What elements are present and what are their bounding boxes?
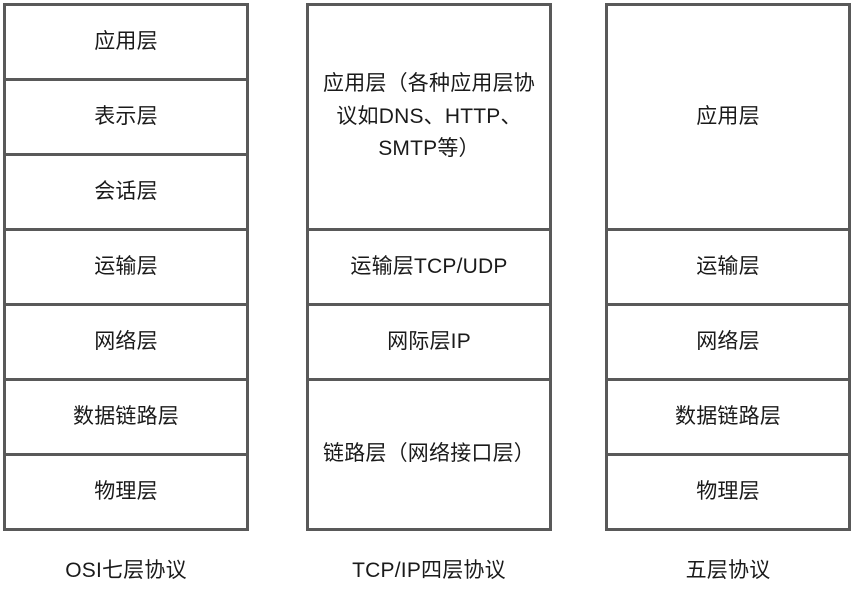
five-stack-caption: 五层协议 [685, 559, 771, 582]
osi-layer-physical: 物理层 [6, 456, 246, 528]
osi-layer-presentation: 表示层 [6, 81, 246, 156]
five-layer-application: 应用层 [608, 6, 848, 231]
five-layer-transport: 运输层 [608, 231, 848, 306]
tcpip-layer-application: 应用层（各种应用层协议如DNS、HTTP、SMTP等） [309, 6, 549, 231]
five-layer-network: 网络层 [608, 306, 848, 381]
five-layer-physical: 物理层 [608, 456, 848, 528]
osi-layer-session: 会话层 [6, 156, 246, 231]
osi-layer-data-link: 数据链路层 [6, 381, 246, 456]
osi-stack-caption: OSI七层协议 [65, 559, 187, 582]
five-layer-data-link: 数据链路层 [608, 381, 848, 456]
osi-layer-network: 网络层 [6, 306, 246, 381]
osi-layer-stack: 应用层 表示层 会话层 运输层 网络层 数据链路层 物理层 [3, 3, 249, 531]
osi-layer-application: 应用层 [6, 6, 246, 81]
tcpip-stack-caption: TCP/IP四层协议 [352, 559, 506, 582]
tcpip-layer-internet: 网际层IP [309, 306, 549, 381]
tcpip-layer-transport: 运输层TCP/UDP [309, 231, 549, 306]
five-layer-stack: 应用层 运输层 网络层 数据链路层 物理层 [605, 3, 851, 531]
tcpip-layer-stack: 应用层（各种应用层协议如DNS、HTTP、SMTP等） 运输层TCP/UDP 网… [306, 3, 552, 531]
osi-layer-transport: 运输层 [6, 231, 246, 306]
tcpip-layer-link: 链路层（网络接口层） [309, 381, 549, 528]
